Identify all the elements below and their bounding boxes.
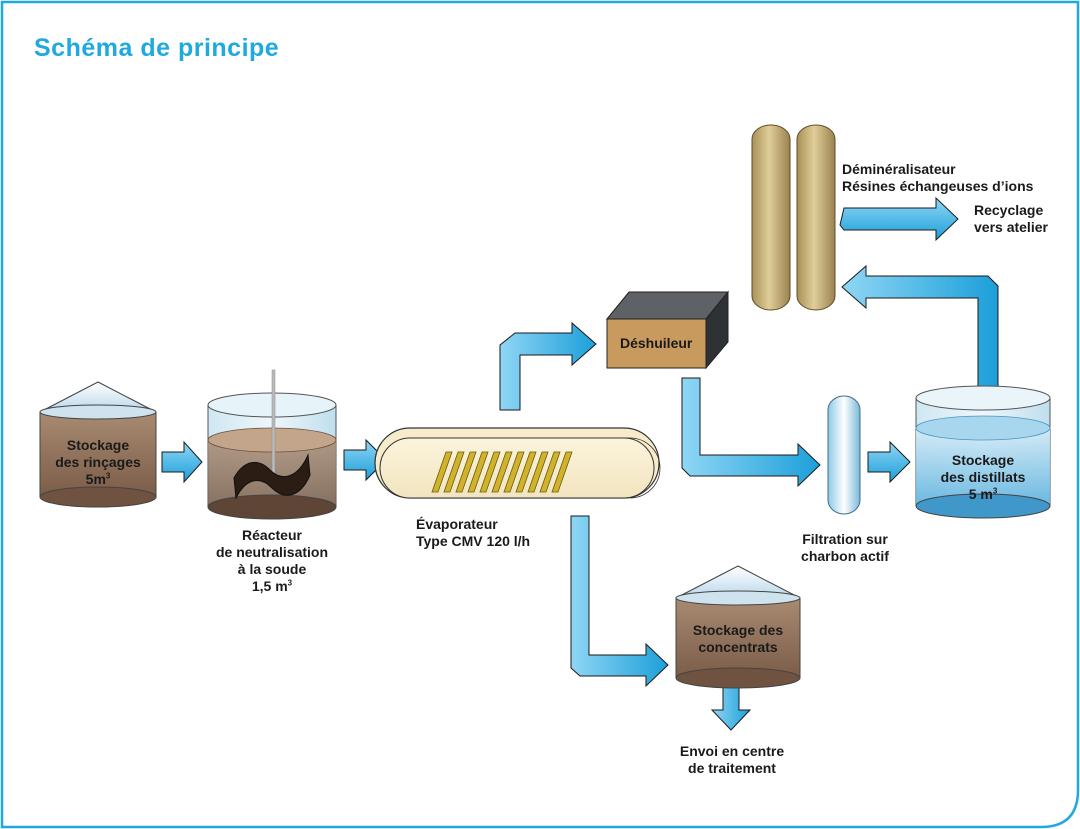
label-line: Stockage des (692, 622, 784, 638)
filtration-column (827, 395, 861, 515)
arrow-deshuileur-to-filtration (681, 377, 821, 488)
label-stockage-concentrats: Stockage des concentrats (680, 622, 796, 656)
label-line: Stockage (66, 437, 130, 453)
label-line: Type CMV 120 l/h (416, 533, 531, 549)
label-line: Évaporateur (416, 516, 498, 532)
tank-stockage-rincages (39, 381, 157, 508)
tank-reacteur (207, 369, 337, 520)
arrow-filtration-to-distillats (867, 440, 911, 484)
arrow-evaporateur-to-deshuileur (499, 321, 597, 411)
volume-value: 1,5 m (251, 578, 288, 594)
unit-exponent: 3 (992, 486, 998, 496)
evaporateur-vessel (374, 427, 661, 499)
label-line: de traitement (688, 760, 776, 776)
label-evaporateur: Évaporateur Type CMV 120 l/h (416, 516, 530, 550)
label-line: Réacteur (242, 527, 302, 543)
label-reacteur: Réacteur de neutralisation à la soude 1,… (206, 527, 338, 595)
label-line: Envoi en centre (679, 743, 785, 759)
label-line: Filtration sur (802, 531, 888, 547)
volume-value: 5m (85, 471, 106, 487)
arrow-concentrats-to-envoi (710, 684, 752, 731)
arrow-distillats-to-demineralisateur (841, 264, 999, 393)
arrow-rincage-to-reacteur (161, 440, 203, 484)
deshuileur-box (605, 290, 730, 370)
volume-value: 5 m (968, 486, 993, 502)
label-line: 1,5 m3 (206, 578, 338, 595)
tank-stockage-concentrats (675, 565, 801, 689)
label-filtration: Filtration sur charbon actif (790, 531, 900, 565)
tank-stockage-distillats (915, 385, 1051, 519)
page-title: Schéma de principe (34, 34, 280, 62)
label-line: charbon actif (801, 548, 889, 564)
label-recyclage: Recyclage vers atelier (974, 202, 1048, 236)
label-demineralisateur: Déminéralisateur Résines échangeuses d’i… (842, 161, 1033, 195)
arrow-evaporateur-to-concentrats (570, 515, 669, 688)
label-line: à la soude (237, 561, 307, 577)
demineralisateur-columns (751, 124, 836, 311)
label-stockage-distillats: Stockage des distillats 5 m3 (926, 452, 1040, 503)
label-line: concentrats (698, 639, 778, 655)
label-envoi: Envoi en centre de traitement (670, 743, 794, 777)
label-line: vers atelier (974, 219, 1048, 235)
arrow-recyclage (839, 196, 959, 242)
label-line: des distillats (940, 469, 1026, 485)
label-line: de neutralisation (215, 544, 329, 560)
label-stockage-rincages: Stockage des rinçages 5m3 (48, 437, 148, 488)
unit-exponent: 3 (287, 578, 293, 588)
label-line: Déminéralisateur (842, 161, 956, 177)
unit-exponent: 3 (105, 471, 111, 481)
evaporateur-tubes (431, 451, 573, 493)
label-line: 5m3 (48, 471, 148, 488)
label-line: Recyclage (974, 202, 1044, 218)
label-line: Stockage (951, 452, 1015, 468)
label-deshuileur: Déshuileur (620, 335, 693, 351)
label-line: des rinçages (55, 454, 141, 470)
label-line: 5 m3 (926, 486, 1040, 503)
label-line: Résines échangeuses d’ions (842, 178, 1034, 194)
